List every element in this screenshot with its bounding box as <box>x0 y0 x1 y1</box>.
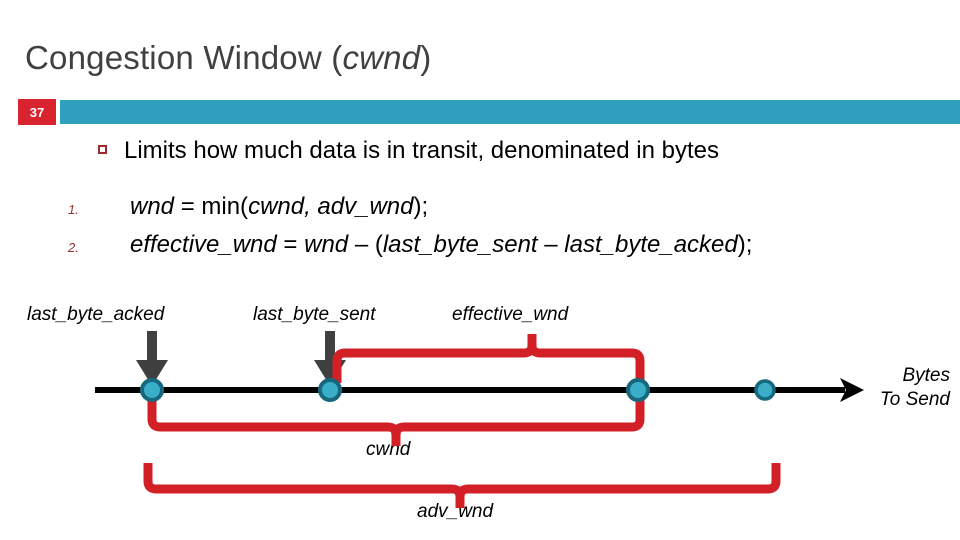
brace-effective-wnd <box>332 334 645 383</box>
bullet-list-item: Limits how much data is in transit, deno… <box>98 134 938 168</box>
axis-line-group <box>95 378 864 402</box>
bullet-item-text: Limits how much data is in transit, deno… <box>124 137 719 164</box>
numbered-list-item-1: 1. wnd = min(cwnd, adv_wnd); <box>68 190 948 224</box>
formula-run-1-2: = min( <box>180 193 249 220</box>
page-title-prefix: Congestion Window ( <box>25 39 343 76</box>
down-arrow-last-byte-acked-icon <box>136 331 168 386</box>
numbered-item-2-text: effective_wnd = wnd – (last_byte_sent – … <box>130 228 752 262</box>
formula-run-2-2: = <box>283 231 305 258</box>
formula-run-1-3: cwnd, adv_wnd <box>248 193 414 220</box>
list-marker-2: 2. <box>68 240 79 255</box>
formula-run-1-1: wnd <box>130 193 181 220</box>
marker-last-byte-sent <box>318 378 342 402</box>
numbered-list-item-2: 2. effective_wnd = wnd – (last_byte_sent… <box>68 228 948 262</box>
formula-run-2-4: – ( <box>354 231 383 258</box>
diagram-label-cwnd: cwnd <box>366 439 411 460</box>
formula-run-2-6: – <box>544 231 565 258</box>
down-arrow-last-byte-sent-icon <box>314 331 346 386</box>
formula-run-2-3: wnd <box>304 231 355 258</box>
numbered-item-1-text: wnd = min(cwnd, adv_wnd); <box>130 190 428 224</box>
formula-run-2-8: ); <box>737 231 753 258</box>
diagram-label-effective-wnd: effective_wnd <box>452 304 569 325</box>
list-marker-1: 1. <box>68 202 79 217</box>
page-title-suffix: ) <box>420 39 432 76</box>
formula-run-2-7: last_byte_acked <box>564 231 738 258</box>
formula-run-1-4: ); <box>413 193 429 220</box>
formula-run-2-5: last_byte_sent <box>382 231 545 258</box>
marker-effective-wnd-end <box>626 378 650 402</box>
diagram-label-last-byte-sent: last_byte_sent <box>253 304 376 325</box>
marker-last-byte-acked <box>140 378 164 402</box>
hollow-square-bullet-icon <box>98 145 107 154</box>
marker-adv-wnd-end <box>754 379 776 401</box>
page-title: Congestion Window (cwnd) <box>25 35 925 81</box>
diagram-label-last-byte-acked: last_byte_acked <box>27 304 165 325</box>
page-number-badge: 37 <box>18 99 56 125</box>
page-title-italic-term: cwnd <box>342 39 421 76</box>
diagram-axis-label-bytes-to-send: Bytes To Send <box>879 365 950 410</box>
formula-run-2-1: effective_wnd <box>130 231 284 258</box>
diagram-label-adv-wnd: adv_wnd <box>417 501 494 522</box>
accent-divider-bar <box>60 100 960 124</box>
